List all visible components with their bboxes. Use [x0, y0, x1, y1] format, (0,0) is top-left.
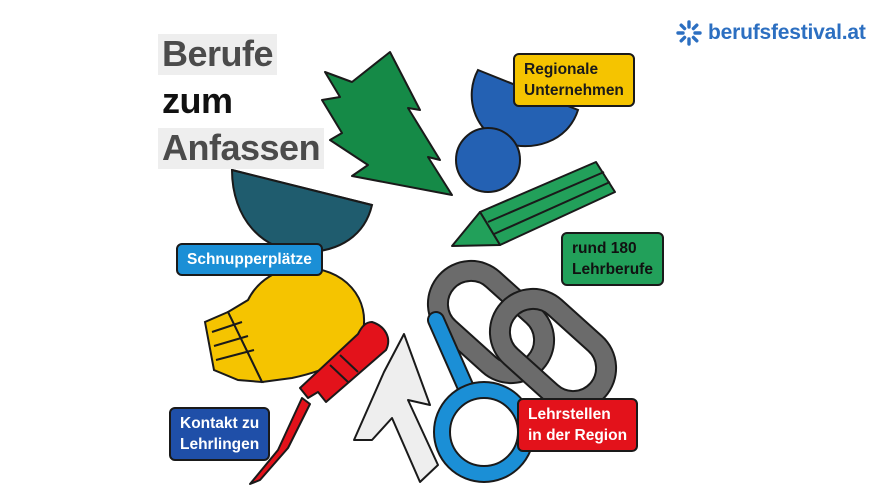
brand-name: berufsfestival.at [708, 21, 866, 44]
brand-logo[interactable]: berufsfestival.at [676, 18, 866, 48]
tag-line: Kontakt zu [180, 415, 260, 432]
tag-line: in der Region [528, 427, 628, 444]
headline-line-3: Anfassen [158, 128, 325, 169]
chain-shape [426, 259, 618, 413]
tag-line: Schnupperplätze [187, 251, 312, 268]
headline-line-2: zum [162, 80, 233, 121]
tag-lehrberufe: rund 180 Lehrberufe [561, 232, 664, 286]
tag-lehrstellen: Lehrstellen in der Region [517, 398, 639, 452]
tag-regionale-unternehmen: Regionale Unternehmen [513, 53, 635, 107]
tree-shape [321, 51, 453, 196]
tag-line: Regionale [524, 61, 599, 78]
tag-kontakt-lehrlingen: Kontakt zu Lehrlingen [169, 407, 271, 461]
lightning-bolt-shape [353, 333, 439, 483]
tag-line: rund 180 [572, 240, 637, 257]
bowl-shape [230, 168, 374, 254]
burst-icon [676, 20, 702, 46]
ball-shape [455, 127, 521, 193]
tag-schnupperplaetze: Schnupperplätze [176, 243, 323, 276]
headline-line-1: Berufe [158, 34, 278, 75]
tag-line: Unternehmen [524, 82, 624, 99]
pencil-shape [451, 161, 616, 247]
lightbulb-shape [203, 266, 366, 384]
tag-line: Lehrstellen [528, 406, 611, 423]
tag-line: Lehrberufe [572, 261, 653, 278]
headline: Berufe zum Anfassen [158, 34, 325, 175]
screwdriver-shape [249, 321, 390, 485]
tag-line: Lehrlingen [180, 436, 260, 453]
